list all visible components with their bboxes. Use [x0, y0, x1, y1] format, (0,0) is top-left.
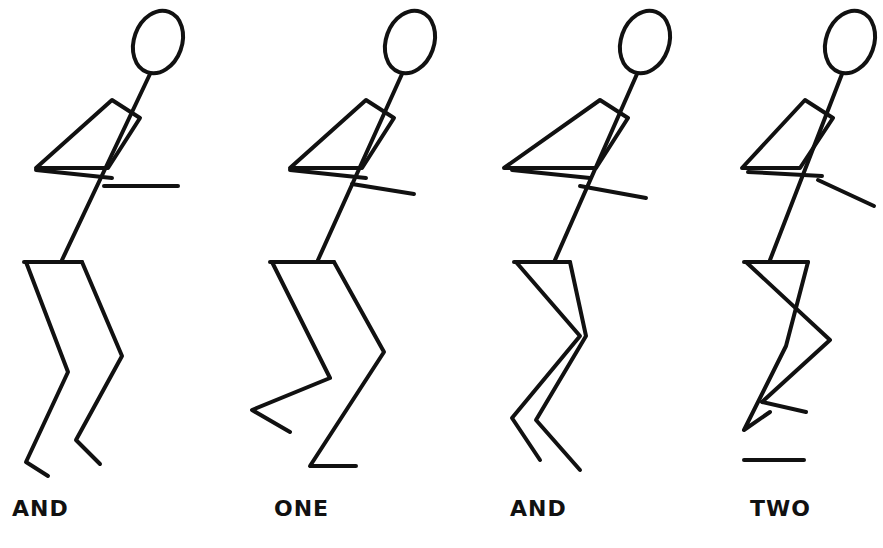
stick-figure	[504, 4, 678, 470]
stick-figure	[252, 4, 443, 466]
stick-figure	[742, 4, 883, 460]
count-label: AND	[12, 496, 69, 521]
count-label: TWO	[750, 496, 811, 521]
count-label: AND	[510, 496, 567, 521]
count-label: ONE	[274, 496, 329, 521]
stick-figure	[24, 4, 191, 476]
